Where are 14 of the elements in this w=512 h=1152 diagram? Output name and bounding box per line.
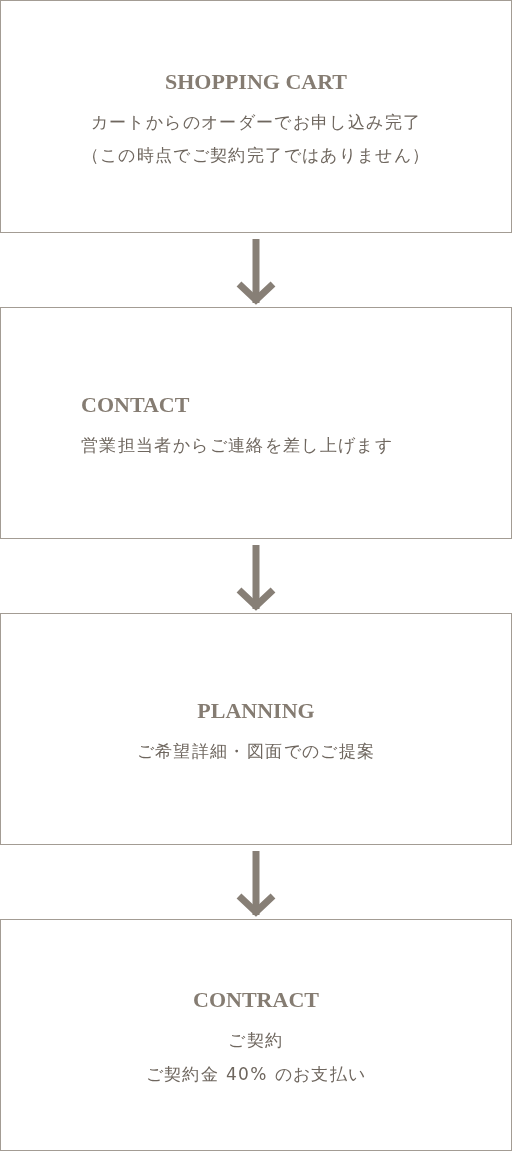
step-box [0,0,512,233]
step-description: 営業担当者からご連絡を差し上げます [81,433,394,457]
step-description: カートからのオーダーでお申し込み完了 [90,110,422,134]
step-box [0,307,512,539]
step-title: CONTACT [81,390,190,419]
step-box [0,919,512,1151]
step-description: （この時点でご契約完了ではありません） [81,144,431,167]
step-title: CONTRACT [193,986,319,1014]
step-description: ご契約 [228,1029,284,1052]
step-description: ご契約金 40% のお支払い [145,1062,367,1086]
step-box [0,613,512,845]
step-title: SHOPPING CART [165,67,347,96]
step-title: PLANNING [197,696,315,725]
step-description: ご希望詳細・図面でのご提案 [136,739,376,763]
